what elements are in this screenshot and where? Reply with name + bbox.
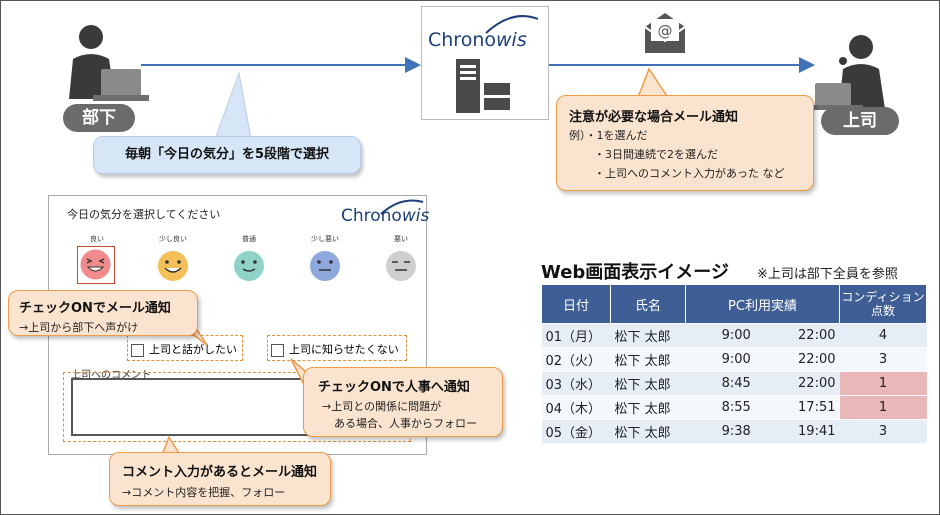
cell-start: 8:55 xyxy=(685,395,755,420)
cell-end: 22:00 xyxy=(754,323,840,348)
check2-label: 上司に知らせたくない xyxy=(289,343,399,356)
check2-highlight xyxy=(267,335,407,361)
mail-callout: 注意が必要な場合メール通知 例）・1を選んだ ・3日間連続で2を選んだ ・上司へ… xyxy=(556,95,814,191)
daily-callout-text: 毎朝「今日の気分」を5段階で選択 xyxy=(124,147,330,162)
check-mail-sub: →上司から部下へ声がけ xyxy=(19,321,139,334)
cell-date: 02（火） xyxy=(541,347,611,372)
cell-name: 松下 太郎 xyxy=(610,419,686,444)
cell-date: 01（月） xyxy=(541,323,611,348)
check-hr-sub2: ある場合、人事からフォロー xyxy=(334,417,477,430)
cell-name: 松下 太郎 xyxy=(610,323,686,348)
cell-score-highlighted: 1 xyxy=(839,395,927,420)
cell-score: 3 xyxy=(839,347,927,372)
chronowis-server-box: Chronowis xyxy=(421,6,549,120)
table-header-row: 日付 氏名 PC利用実績 コンディション点数 xyxy=(541,284,927,324)
server-logo: Chronowis xyxy=(428,29,527,51)
mood-label-5: 悪い xyxy=(394,235,408,243)
comment-mail-sub: →コメント内容を把握、フォロー xyxy=(122,486,286,499)
boss-person-icon xyxy=(813,35,885,110)
comment-mail-title: コメント入力があるとメール通知 xyxy=(122,465,318,480)
comment-label: 上司へのコメント xyxy=(71,370,151,381)
cell-date: 03（水） xyxy=(541,371,611,396)
header-date: 日付 xyxy=(541,284,611,324)
svg-text:@: @ xyxy=(658,22,673,40)
table-row: 05（金） 松下 太郎 9:38 19:41 3 xyxy=(541,419,927,444)
laughing-face-icon xyxy=(80,249,111,280)
check-hr-sub1: →上司との関係に問題が xyxy=(322,400,442,413)
checkbox-dont-notify[interactable] xyxy=(271,343,284,357)
web-condition-table: 日付 氏名 PC利用実績 コンディション点数 01（月） 松下 太郎 9:00 … xyxy=(541,284,927,444)
mood-option-good-selected[interactable] xyxy=(77,246,115,284)
mood-label-1: 良い xyxy=(90,235,104,243)
cell-date: 04（木） xyxy=(541,395,611,420)
web-note: ※上司は部下全員を参照 xyxy=(757,267,898,282)
table-row: 03（水） 松下 太郎 8:45 22:00 1 xyxy=(541,371,927,396)
mail-icon: @ xyxy=(644,13,686,53)
checkbox-talk[interactable] xyxy=(131,343,144,357)
cell-name: 松下 太郎 xyxy=(610,395,686,420)
mail-callout-item-2: ・3日間連続で2を選んだ xyxy=(594,148,718,161)
check-hr-title: チェックONで人事へ通知 xyxy=(318,380,470,395)
table-row: 01（月） 松下 太郎 9:00 22:00 4 xyxy=(541,323,927,348)
boss-label: 上司 xyxy=(821,107,899,135)
check-dont-notify-boss[interactable]: 上司に知らせたくない xyxy=(271,341,399,357)
flow-arrows xyxy=(141,57,815,73)
mood-label-4: 少し悪い xyxy=(311,235,339,243)
smile-face-icon[interactable] xyxy=(155,248,191,284)
cell-date: 05（金） xyxy=(541,419,611,444)
bad-face-icon[interactable] xyxy=(383,248,419,284)
header-name: 氏名 xyxy=(610,284,686,324)
mail-callout-title: 注意が必要な場合メール通知 xyxy=(569,110,739,125)
mood-label-3: 普通 xyxy=(242,235,256,243)
cell-name: 松下 太郎 xyxy=(610,371,686,396)
header-condition-score: コンディション点数 xyxy=(839,284,927,324)
subordinate-person-icon xyxy=(69,25,149,101)
web-title: Web画面表示イメージ xyxy=(541,262,729,283)
mail-callout-item-3: ・上司へのコメント入力があった など xyxy=(594,167,785,180)
cell-name: 松下 太郎 xyxy=(610,347,686,372)
header-pc-usage: PC利用実績 xyxy=(685,284,840,324)
cell-score-highlighted: 1 xyxy=(839,371,927,396)
check-hr-callout: チェックONで人事へ通知 →上司との関係に問題が ある場合、人事からフォロー xyxy=(303,367,503,437)
daily-callout-pointer xyxy=(214,71,252,140)
daily-callout: 毎朝「今日の気分」を5段階で選択 xyxy=(93,136,361,174)
screen-logo: Chronowis xyxy=(341,206,430,226)
cell-end: 17:51 xyxy=(754,395,840,420)
check-talk-to-boss[interactable]: 上司と話がしたい xyxy=(131,341,237,357)
table-row: 02（火） 松下 太郎 9:00 22:00 3 xyxy=(541,347,927,372)
cell-end: 22:00 xyxy=(754,347,840,372)
check-mail-callout: チェックONでメール通知 →上司から部下へ声がけ xyxy=(8,290,198,336)
logo-swoosh-icon xyxy=(485,15,539,34)
table-row: 04（木） 松下 太郎 8:55 17:51 1 xyxy=(541,395,927,420)
cell-start: 9:00 xyxy=(685,323,755,348)
check1-label: 上司と話がしたい xyxy=(149,343,237,356)
slightly-bad-face-icon[interactable] xyxy=(307,248,343,284)
mail-callout-example: 例）・1を選んだ xyxy=(569,129,648,142)
cell-end: 22:00 xyxy=(754,371,840,396)
screen-logo-swoosh-icon xyxy=(380,199,424,215)
cell-score: 3 xyxy=(839,419,927,444)
comment-mail-callout: コメント入力があるとメール通知 →コメント内容を把握、フォロー xyxy=(109,452,331,506)
cell-start: 9:38 xyxy=(685,419,755,444)
cell-score: 4 xyxy=(839,323,927,348)
neutral-smile-face-icon[interactable] xyxy=(231,248,267,284)
subordinate-label: 部下 xyxy=(63,104,135,132)
cell-start: 8:45 xyxy=(685,371,755,396)
server-icon xyxy=(456,59,510,113)
cell-end: 19:41 xyxy=(754,419,840,444)
cell-start: 9:00 xyxy=(685,347,755,372)
screen-title: 今日の気分を選択してください xyxy=(67,208,221,221)
check-mail-title: チェックONでメール通知 xyxy=(19,301,171,316)
mood-selector: 良い 少し良い 普通 少し悪い 悪い xyxy=(77,234,416,294)
mood-label-2: 少し良い xyxy=(159,235,187,243)
